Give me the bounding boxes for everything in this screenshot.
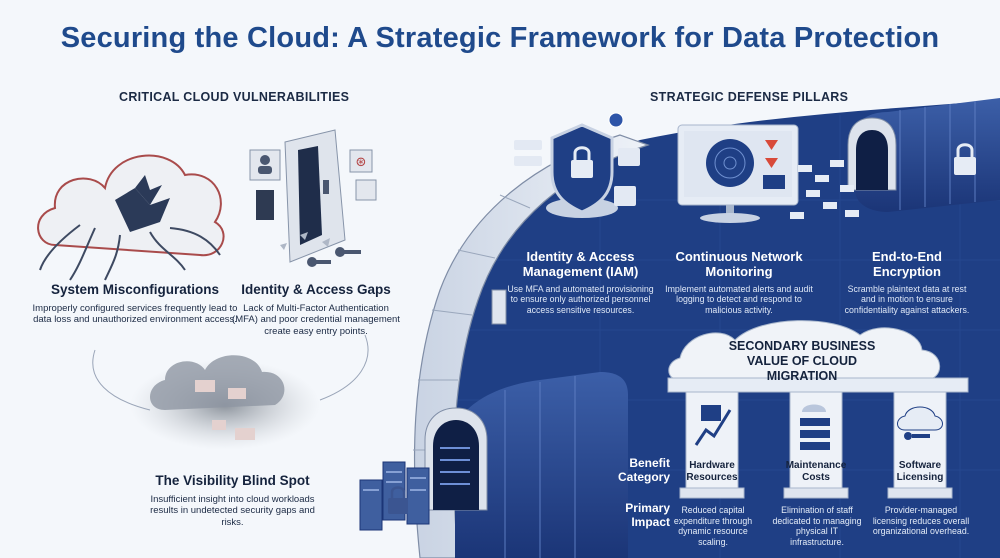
pillar-heading: End-to-End Encryption (871, 249, 943, 279)
pillar-text: Implement automated alerts and audit log… (665, 283, 813, 315)
benefit-software: Software Licensing (896, 460, 944, 483)
pillar-heading: Continuous Network Monitoring (675, 249, 803, 279)
vulnerability-visibility: The Visibility Blind Spot Insufficient i… (145, 473, 320, 528)
fog-cloud-illustration (130, 355, 320, 450)
tunnel-lock-icon (954, 143, 976, 175)
business-value-banner (667, 320, 969, 499)
page-title: Securing the Cloud: A Strategic Framewor… (60, 22, 940, 54)
vulnerability-identity-gaps: Identity & Access Gaps Lack of Multi-Fac… (232, 282, 400, 337)
row-label-impact: Primary Impact (625, 501, 670, 529)
svg-text:⊛: ⊛ (356, 155, 367, 170)
pillar-text: Scramble plaintext data at rest and in m… (844, 283, 970, 315)
broken-door-illustration: ⊛ (249, 129, 377, 267)
top-tunnel (847, 98, 1000, 212)
broken-cloud-illustration (37, 154, 225, 281)
vulnerability-misconfigurations: System Misconfigurations Improperly conf… (30, 282, 240, 326)
vulnerability-heading: Identity & Access Gaps (241, 282, 391, 297)
bottom-tunnel (359, 372, 628, 558)
pillar-heading: Identity & Access Management (IAM) (522, 249, 639, 279)
impact-software: Provider-managed licensing reduces overa… (872, 505, 970, 537)
shield-icon (514, 112, 640, 218)
pillar-encryption: End-to-End Encryption Scramble plaintext… (842, 249, 972, 316)
benefit-hardware: Hardware Resources (686, 460, 738, 483)
encrypted-data-stream (790, 160, 859, 219)
firewall-wall (413, 134, 650, 558)
vulnerability-heading: The Visibility Blind Spot (155, 473, 310, 488)
benefit-maintenance: Maintenance Costs (785, 460, 847, 483)
defense-section-label: STRATEGIC DEFENSE PILLARS (650, 90, 849, 104)
impact-maintenance: Elimination of staff dedicated to managi… (772, 505, 862, 547)
vulnerability-heading: System Misconfigurations (50, 282, 220, 297)
vulnerabilities-section-label: CRITICAL CLOUD VULNERABILITIES (119, 90, 350, 104)
vulnerability-text: Lack of Multi-Factor Authentication (MFA… (232, 302, 400, 337)
vulnerability-text: Insufficient insight into cloud workload… (150, 493, 315, 528)
business-value-title: SECONDARY BUSINESS VALUE OF CLOUD MIGRAT… (728, 339, 876, 383)
pillar-text: Use MFA and automated provisioning to en… (507, 283, 654, 315)
row-label-benefit: Benefit Category (617, 456, 670, 484)
pillar-monitoring: Continuous Network Monitoring Implement … (664, 249, 814, 316)
monitor-radar-icon (677, 124, 799, 223)
pillar-iam: Identity & Access Management (IAM) Use M… (503, 249, 658, 316)
vulnerability-text: Improperly configured services frequentl… (32, 302, 238, 326)
impact-hardware: Reduced capital expenditure through dyna… (673, 505, 753, 547)
